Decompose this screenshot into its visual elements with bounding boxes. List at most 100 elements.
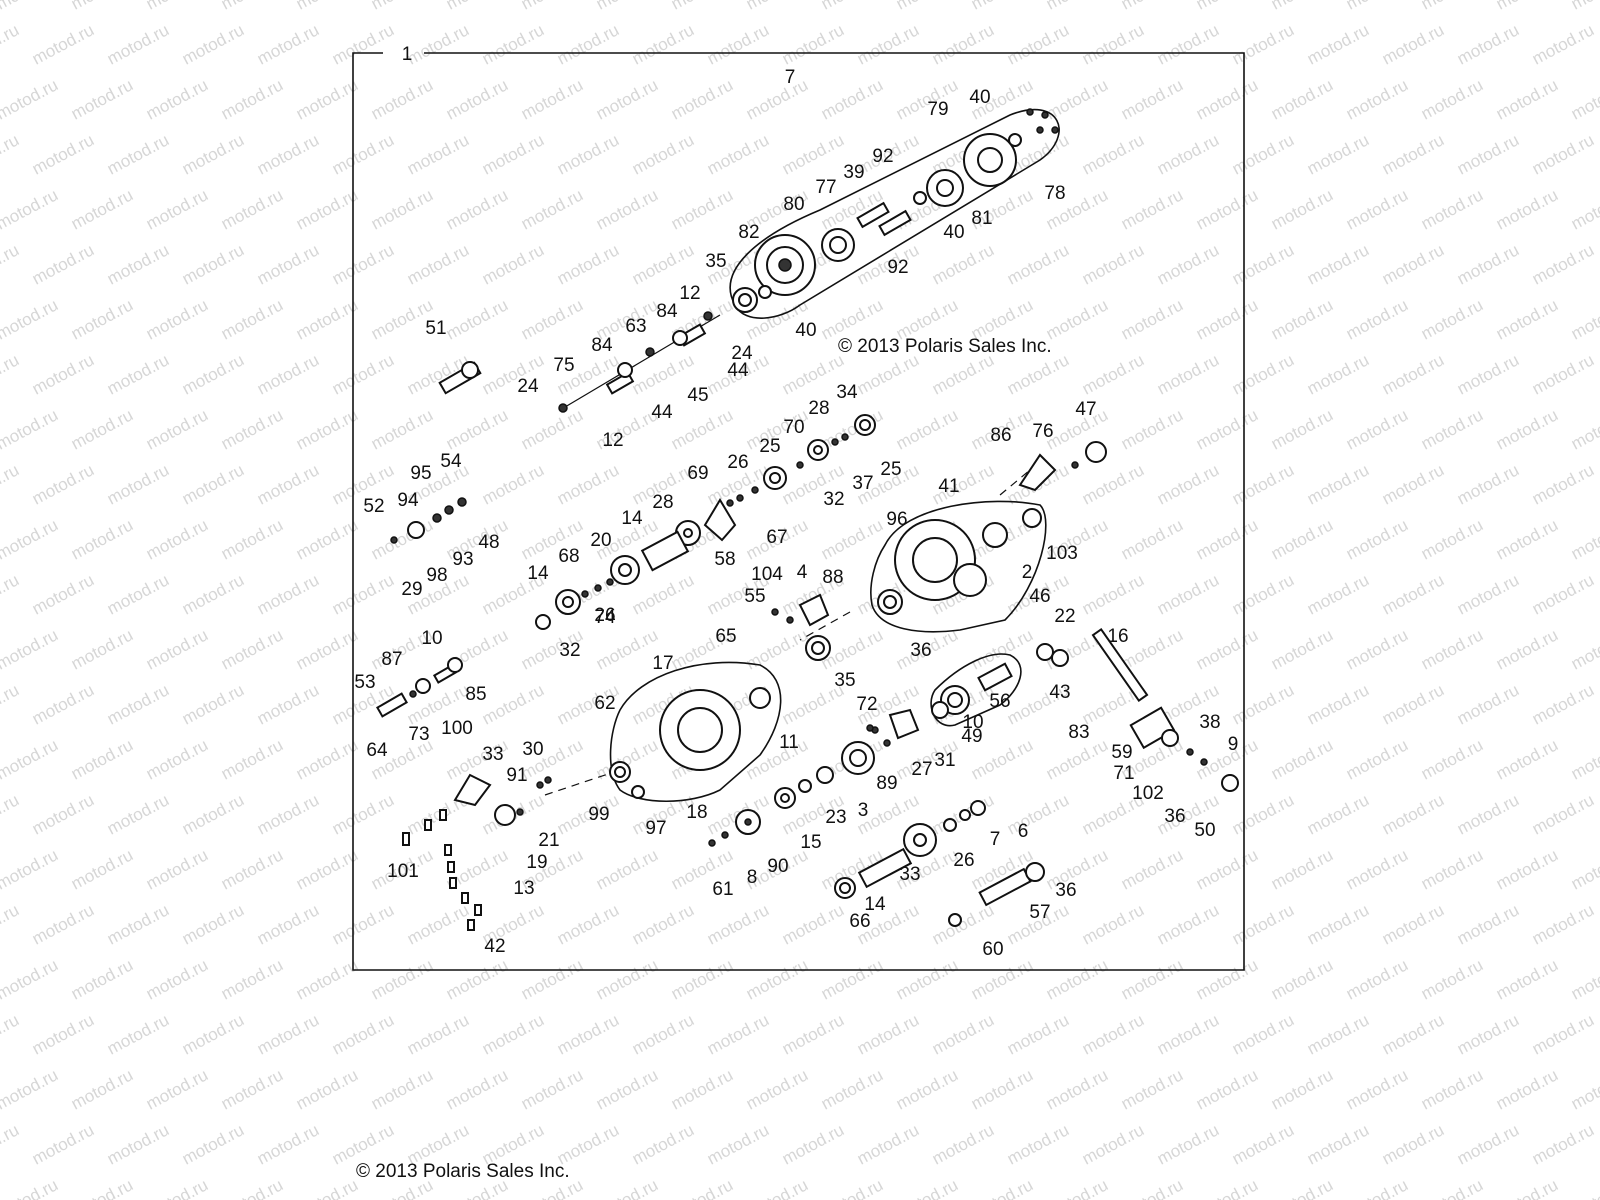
callout-70: 70 [783, 417, 804, 438]
callout-11: 11 [779, 732, 799, 753]
callout-3: 3 [858, 800, 869, 821]
callout-19: 19 [526, 852, 547, 873]
callout-40: 40 [795, 320, 816, 341]
callout-86: 86 [990, 425, 1011, 446]
callout-102: 102 [1132, 783, 1164, 804]
frame-label: 1 [402, 44, 413, 65]
callout-80: 80 [783, 194, 804, 215]
callout-13: 13 [513, 878, 534, 899]
callout-52: 52 [363, 496, 384, 517]
left-case-body [609, 687, 771, 799]
callout-77: 77 [815, 177, 836, 198]
callout-96: 96 [886, 509, 907, 530]
selector-group-left [390, 497, 467, 544]
callout-72: 72 [856, 694, 877, 715]
callout-94: 94 [397, 490, 419, 511]
copyright-inner: © 2013 Polaris Sales Inc. [838, 336, 1052, 357]
callout-50: 50 [1194, 820, 1215, 841]
callout-23: 23 [825, 807, 846, 828]
callout-73: 73 [408, 724, 429, 745]
callout-93: 93 [452, 549, 473, 570]
gasket-and-gear [841, 708, 920, 775]
callout-10: 10 [962, 712, 983, 733]
callout-63: 63 [625, 316, 646, 337]
callout-37: 37 [852, 473, 873, 494]
callout-85: 85 [465, 684, 486, 705]
callout-28: 28 [808, 398, 829, 419]
right-case-body [877, 508, 1042, 615]
callout-61: 61 [712, 879, 733, 900]
callout-22: 22 [1054, 606, 1075, 627]
callout-4: 4 [797, 562, 808, 583]
callout-44: 44 [727, 360, 749, 381]
gear-train-upper [535, 414, 876, 630]
callout-40: 40 [969, 87, 990, 108]
callout-40: 40 [943, 222, 964, 243]
callout-104: 104 [751, 564, 783, 585]
callout-41: 41 [938, 476, 959, 497]
callout-83: 83 [1068, 722, 1089, 743]
callout-38: 38 [1199, 712, 1220, 733]
callout-65: 65 [715, 626, 736, 647]
callout-84: 84 [656, 301, 678, 322]
output-shaft [1036, 627, 1239, 792]
callout-57: 57 [1029, 902, 1050, 923]
callout-7: 7 [990, 829, 1001, 850]
callout-49: 49 [961, 726, 982, 747]
callout-16: 16 [1107, 626, 1128, 647]
callout-81: 81 [971, 208, 992, 229]
callout-32: 32 [823, 489, 844, 510]
callout-14: 14 [864, 894, 886, 915]
callout-12: 12 [602, 430, 623, 451]
callout-67: 67 [766, 527, 787, 548]
callout-33: 33 [482, 744, 503, 765]
callout-75: 75 [553, 355, 574, 376]
bolts [402, 809, 482, 931]
callout-48: 48 [478, 532, 499, 553]
plate-83-parts [931, 662, 1013, 719]
callout-36: 36 [1055, 880, 1076, 901]
callout-26: 26 [953, 850, 974, 871]
callout-29: 29 [401, 579, 422, 600]
callout-36: 36 [1164, 806, 1185, 827]
callout-34: 34 [836, 382, 858, 403]
right-case-outline [870, 500, 1047, 633]
callout-66: 66 [849, 911, 870, 932]
callout-20: 20 [590, 530, 611, 551]
callout-33: 33 [899, 864, 920, 885]
cover-outline [729, 108, 1060, 319]
callout-68: 68 [558, 546, 579, 567]
callout-90: 90 [767, 856, 788, 877]
selector-group-left-lower [376, 657, 463, 718]
callout-14: 14 [527, 563, 549, 584]
callout-51: 51 [425, 318, 446, 339]
callout-91: 91 [506, 765, 527, 786]
callout-25: 25 [880, 459, 901, 480]
callout-95: 95 [410, 463, 431, 484]
callout-87: 87 [381, 649, 402, 670]
callout-55: 55 [744, 586, 765, 607]
bracket-91 [453, 773, 552, 826]
callout-2: 2 [1022, 562, 1033, 583]
callout-56: 56 [989, 691, 1010, 712]
callout-14: 14 [621, 508, 643, 529]
callout-89: 89 [876, 773, 897, 794]
callout-15: 15 [800, 832, 821, 853]
diagram-frame [352, 52, 1245, 971]
callout-24: 24 [731, 343, 753, 364]
callout-28: 28 [652, 492, 673, 513]
callout-8: 8 [747, 867, 758, 888]
callout-26: 26 [594, 605, 615, 626]
callout-27: 27 [911, 759, 932, 780]
callout-64: 64 [366, 740, 388, 761]
callout-35: 35 [705, 251, 726, 272]
callout-60: 60 [982, 939, 1003, 960]
callout-97: 97 [645, 818, 666, 839]
callout-24: 24 [517, 376, 539, 397]
callout-26: 26 [727, 452, 748, 473]
callout-31: 31 [934, 750, 955, 771]
callout-54: 54 [440, 451, 462, 472]
callout-59: 59 [1111, 742, 1132, 763]
callout-47: 47 [1075, 399, 1096, 420]
callout-18: 18 [686, 802, 707, 823]
